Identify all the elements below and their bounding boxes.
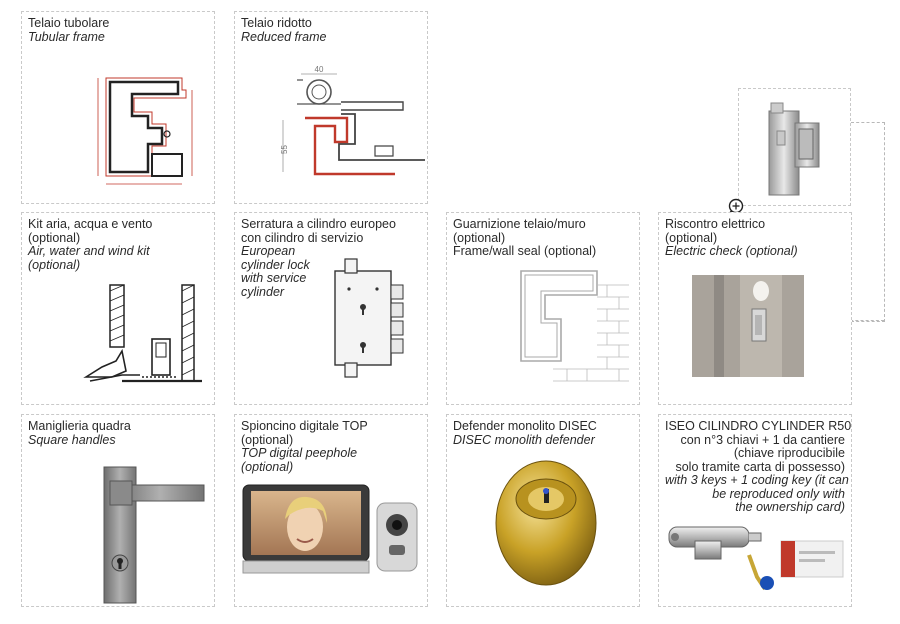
defender-title-it: Defender monolito DISEC [453, 419, 597, 433]
card-air-kit: Kit aria, acqua e vento (optional) Air, … [21, 212, 215, 405]
electric-check-title-it-1: Riscontro elettrico [665, 217, 766, 231]
card-peephole: Spioncino digitale TOP (optional) TOP di… [234, 414, 428, 607]
tubular-frame-drawing [97, 77, 193, 185]
card-tubular-frame: Telaio tubolare Tubular frame [21, 11, 215, 204]
zoom-icon[interactable] [727, 198, 747, 218]
square-handles-title-en: Square handles [28, 432, 116, 447]
peephole-title-it-1: Spioncino digitale TOP [241, 419, 368, 433]
iseo-en-1: with 3 keys + 1 coding key (it can [665, 473, 849, 487]
cylinder-lock-title-it-1: Serratura a cilindro europeo [241, 217, 396, 231]
card-iseo-cylinder: ISEO CILINDRO CYLINDER R50 con n°3 chiav… [658, 414, 852, 607]
card-electric-check: Riscontro elettrico (optional) Electric … [658, 212, 852, 405]
reduced-frame-dim-top: 40 [315, 65, 324, 74]
callout-connector [851, 122, 885, 322]
tubular-frame-title-it: Telaio tubolare [28, 16, 110, 30]
reduced-frame-title-en: Reduced frame [241, 29, 327, 44]
cylinder-lock-drawing [334, 258, 404, 378]
frame-seal-drawing [520, 270, 629, 382]
peephole-photo [242, 484, 418, 574]
air-kit-title-it-1: Kit aria, acqua e vento [28, 217, 153, 231]
peephole-title-it-2: (optional) [241, 432, 294, 447]
electric-strike-photo-box [738, 88, 851, 206]
frame-seal-title-it-1: Guarnizione telaio/muro [453, 217, 586, 231]
air-kit-title-it-2: (optional) [28, 230, 81, 245]
peephole-title-en-1: TOP digital peephole [241, 446, 358, 460]
electric-check-title-en-1: Electric check (optional) [665, 244, 798, 258]
defender-photo [495, 460, 597, 586]
iseo-it-1: con n°3 chiavi + 1 da cantiere [680, 432, 845, 447]
card-cylinder-lock: Serratura a cilindro europeo con cilindr… [234, 212, 428, 405]
air-kit-title-en-1: Air, water and wind kit [28, 244, 150, 258]
square-handles-title-it: Maniglieria quadra [28, 419, 131, 433]
iseo-en-2: be reproduced only with [712, 486, 845, 501]
cylinder-lock-title-it-2: con cilindro di servizio [241, 230, 364, 245]
air-kit-drawing [83, 284, 202, 383]
card-frame-seal: Guarnizione telaio/muro (optional) Frame… [446, 212, 640, 405]
frame-seal-title-it-2: (optional) [453, 230, 506, 245]
air-kit-title-en-2: (optional) [28, 257, 81, 272]
card-defender: Defender monolito DISEC DISEC monolith d… [446, 414, 640, 607]
frame-seal-title-en-1: Frame/wall seal (optional) [453, 244, 597, 258]
reduced-frame-dim-side: 55 [280, 145, 289, 154]
electric-strike-photo [768, 102, 820, 196]
cylinder-lock-title-en-1: European [241, 244, 296, 258]
defender-title-en: DISEC monolith defender [453, 432, 595, 447]
reduced-frame-title-it: Telaio ridotto [241, 16, 312, 30]
electric-check-photo [692, 275, 804, 377]
square-handles-photo [103, 466, 205, 604]
iseo-it-2: (chiave riproducibile [733, 446, 845, 460]
electric-check-title-it-2: (optional) [665, 230, 718, 245]
reduced-frame-drawing: 40 55 [280, 65, 425, 176]
peephole-title-en-2: (optional) [241, 459, 294, 474]
iseo-en-3: the ownership card) [735, 500, 845, 514]
card-square-handles: Maniglieria quadra Square handles [21, 414, 215, 607]
cylinder-lock-title-en-3: with service [241, 271, 307, 285]
card-reduced-frame: Telaio ridotto Reduced frame 40 55 [234, 11, 428, 204]
cylinder-lock-title-en-4: cylinder [241, 284, 285, 299]
iseo-cylinder-photo [668, 526, 844, 591]
iseo-title: ISEO CILINDRO CYLINDER R50 [665, 419, 852, 433]
iseo-it-3: solo tramite carta di possesso) [675, 459, 845, 474]
tubular-frame-title-en: Tubular frame [28, 29, 105, 44]
cylinder-lock-title-en-2: cylinder lock [241, 257, 310, 272]
